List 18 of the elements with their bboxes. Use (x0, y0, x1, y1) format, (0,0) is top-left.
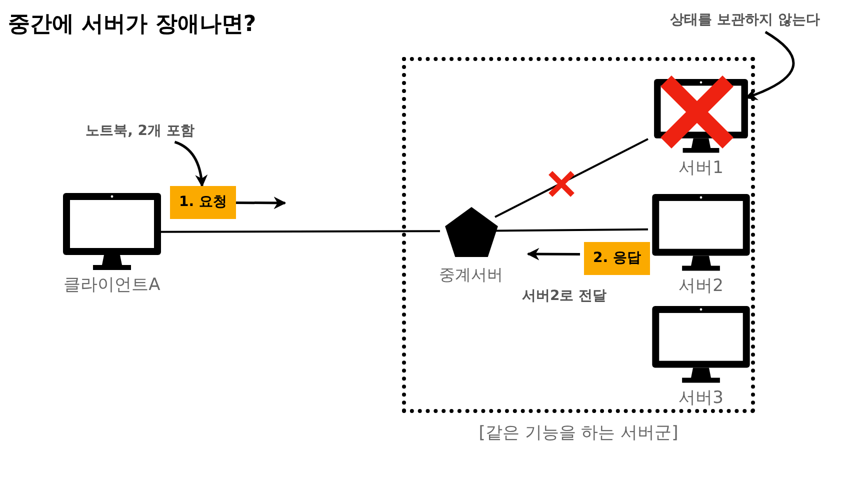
direction-arrow (526, 248, 580, 260)
annotation-text: 노트북, 2개 포함 (60, 120, 220, 142)
connector-line (495, 228, 648, 232)
annotation-text: 상태를 보관하지 않는다 (650, 8, 840, 32)
group-label: [같은 기능을 하는 서버군] (478, 422, 678, 445)
connector-line (161, 230, 440, 233)
diagram-title: 중간에 서버가 장애나면? (8, 11, 256, 39)
node-label: 서버3 (678, 388, 724, 409)
node-label: 중계서버 (439, 265, 503, 285)
node-label: 클라이언트A (64, 275, 160, 296)
connector-line (494, 138, 648, 218)
node-label: 서버2 (678, 276, 724, 297)
step-tag: 1. 요청 (170, 186, 236, 219)
step-tag: 2. 응답 (584, 242, 650, 275)
direction-arrow (236, 196, 286, 210)
node-label: 서버1 (678, 158, 724, 179)
curved-arrow (174, 140, 208, 188)
note-text: 서버2로 전달 (522, 287, 607, 306)
